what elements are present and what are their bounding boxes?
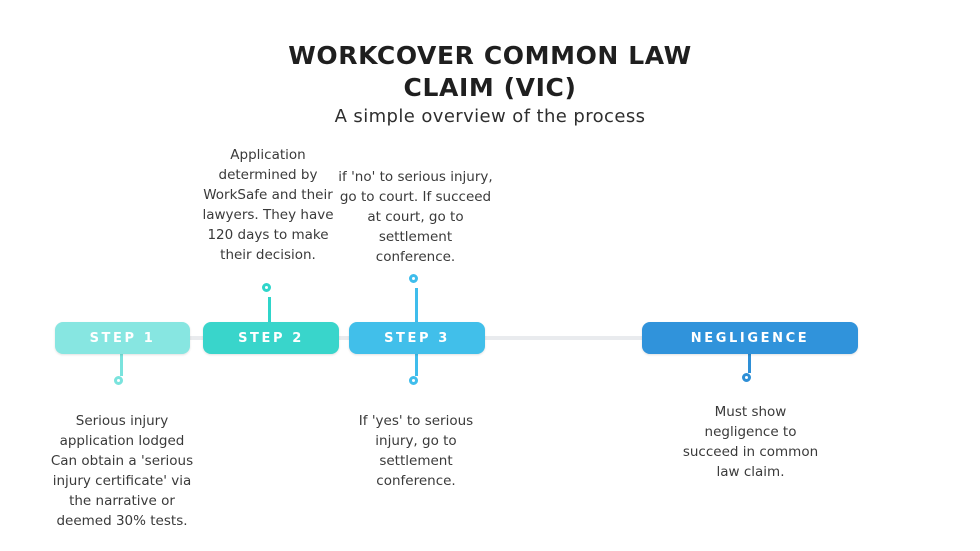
annotation-step3-top: if 'no' to serious injury, go to court. … [338, 169, 493, 265]
connector-pin-step3-bottom [409, 376, 418, 385]
annotation-step3-bottom: If 'yes' to serious injury, go to settle… [358, 413, 474, 489]
connector-stem-step3-top [415, 288, 418, 322]
negligence-pill[interactable]: NEGLIGENCE [642, 322, 858, 354]
annotation-step1-bottom: Serious injury application lodged Can ob… [50, 413, 194, 529]
connector-stem-negligence-bottom [748, 354, 751, 373]
page-title: WORKCOVER COMMON LAW CLAIM (VIC) [288, 41, 692, 102]
step2-pill[interactable]: STEP 2 [203, 322, 339, 354]
connector-stem-step3-bottom [415, 354, 418, 376]
connector-stem-step1-bottom [120, 354, 123, 376]
connector-stem-step2-top [268, 297, 271, 322]
step3-pill[interactable]: STEP 3 [349, 322, 485, 354]
annotation-step2-top: Application determined by WorkSafe and t… [202, 147, 334, 263]
connector-pin-step1-bottom [114, 376, 123, 385]
connector-pin-negligence-bottom [742, 373, 751, 382]
annotation-negligence-bottom: Must show negligence to succeed in commo… [682, 404, 819, 480]
connector-pin-step2-top [262, 283, 271, 292]
connector-pin-step3-top [409, 274, 418, 283]
step1-pill[interactable]: STEP 1 [55, 322, 190, 354]
page-subtitle: A simple overview of the process [334, 106, 646, 127]
